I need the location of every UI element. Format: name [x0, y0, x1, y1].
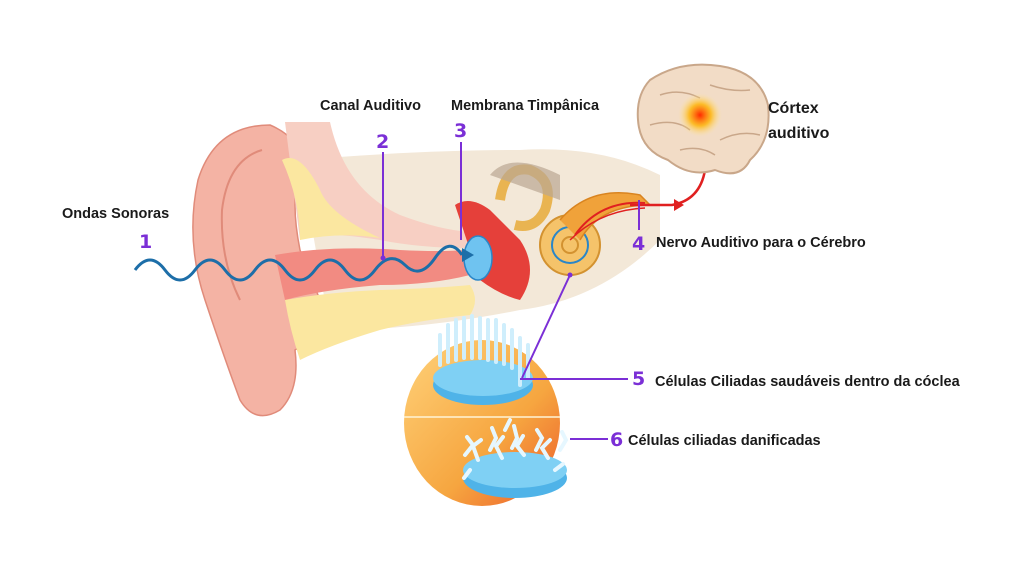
sound-wave-arrowhead [462, 248, 474, 262]
label-sound-waves: Ondas Sonoras [62, 206, 169, 222]
middle-ear-cavity [455, 201, 530, 300]
fat-layer-lower [285, 285, 475, 360]
damaged-hair-cells [462, 418, 569, 498]
number-5: 5 [632, 368, 645, 390]
auditory-cortex-highlight [678, 93, 722, 137]
outer-ear-pinna [192, 124, 323, 417]
fat-layer-upper [282, 158, 380, 240]
number-1: 1 [139, 231, 152, 253]
number-2: 2 [376, 131, 389, 153]
label-damaged-cells: Células ciliadas danificadas [628, 433, 821, 449]
label-cortex-line2: auditivo [768, 125, 830, 142]
label-healthy-cells: Células Ciliadas saudáveis dentro da cóc… [655, 374, 961, 390]
label-auditory-nerve: Nervo Auditivo para o Cérebro [656, 235, 866, 251]
number-6: 6 [610, 429, 623, 451]
pointer-line-cochlea-zoom [521, 274, 571, 379]
number-4: 4 [632, 233, 645, 255]
label-ear-canal: Canal Auditivo [320, 98, 421, 114]
label-eardrum: Membrana Timpânica [451, 98, 600, 114]
label-cortex-line1: Córtex [768, 100, 819, 117]
sound-wave [133, 244, 464, 282]
brain [636, 63, 770, 175]
healthy-hair-cells [433, 314, 533, 405]
number-3: 3 [454, 120, 467, 142]
